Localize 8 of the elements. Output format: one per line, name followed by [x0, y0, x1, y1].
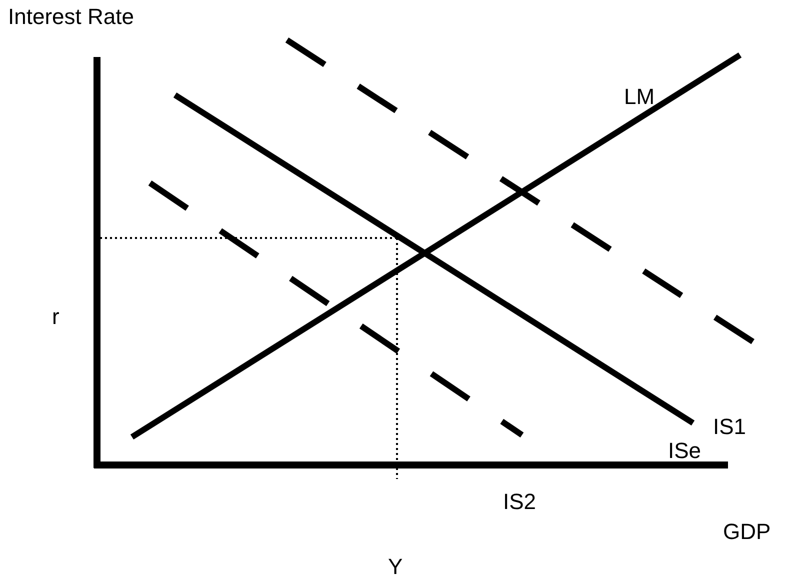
axis-label: Y — [388, 556, 403, 578]
axis-label: r — [52, 306, 60, 328]
curve-label: IS1 — [713, 416, 746, 438]
axis-title: GDP — [723, 521, 771, 543]
axis-title: Interest Rate — [8, 6, 134, 28]
curve-label: IS2 — [503, 491, 536, 513]
curve-label: LM — [624, 86, 655, 108]
curve-label: ISe — [668, 440, 702, 462]
